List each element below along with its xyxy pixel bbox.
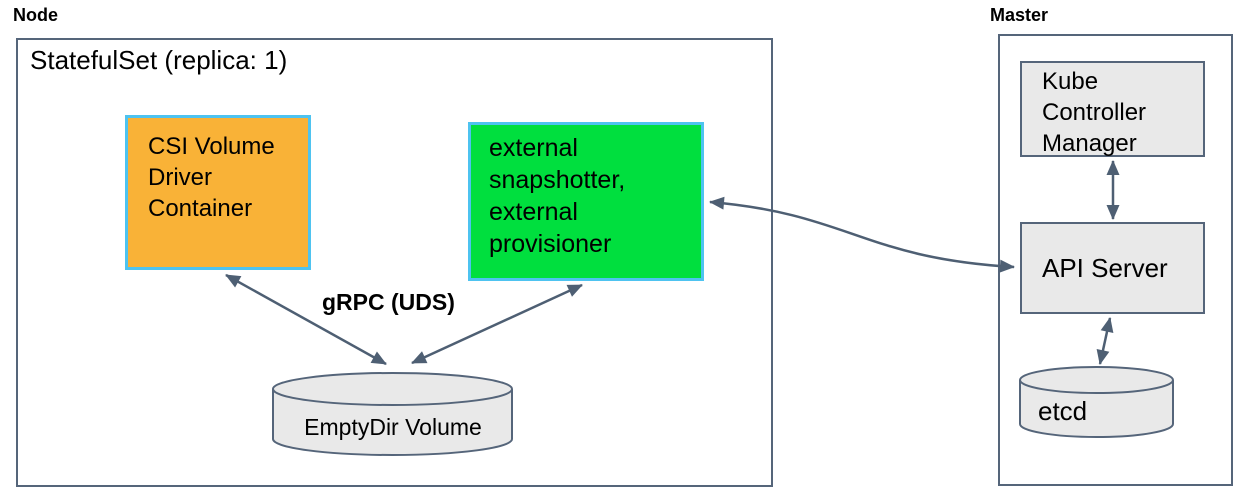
- node-section-label: Node: [13, 5, 58, 25]
- api-server-box: API Server: [1020, 222, 1205, 314]
- emptydir-volume-label: EmptyDir Volume: [304, 414, 482, 440]
- csi-volume-driver-container-box: CSI Volume Driver Container: [125, 115, 311, 270]
- statefulset-title: StatefulSet (replica: 1): [30, 45, 288, 75]
- master-section-label: Master: [990, 5, 1049, 25]
- sidecar-containers-box: external snapshotter, external provision…: [468, 122, 704, 281]
- grpc-uds-label: gRPC (UDS): [322, 289, 455, 315]
- kube-controller-manager-box: Kube Controller Manager: [1020, 61, 1205, 157]
- etcd-label: etcd: [1038, 396, 1088, 426]
